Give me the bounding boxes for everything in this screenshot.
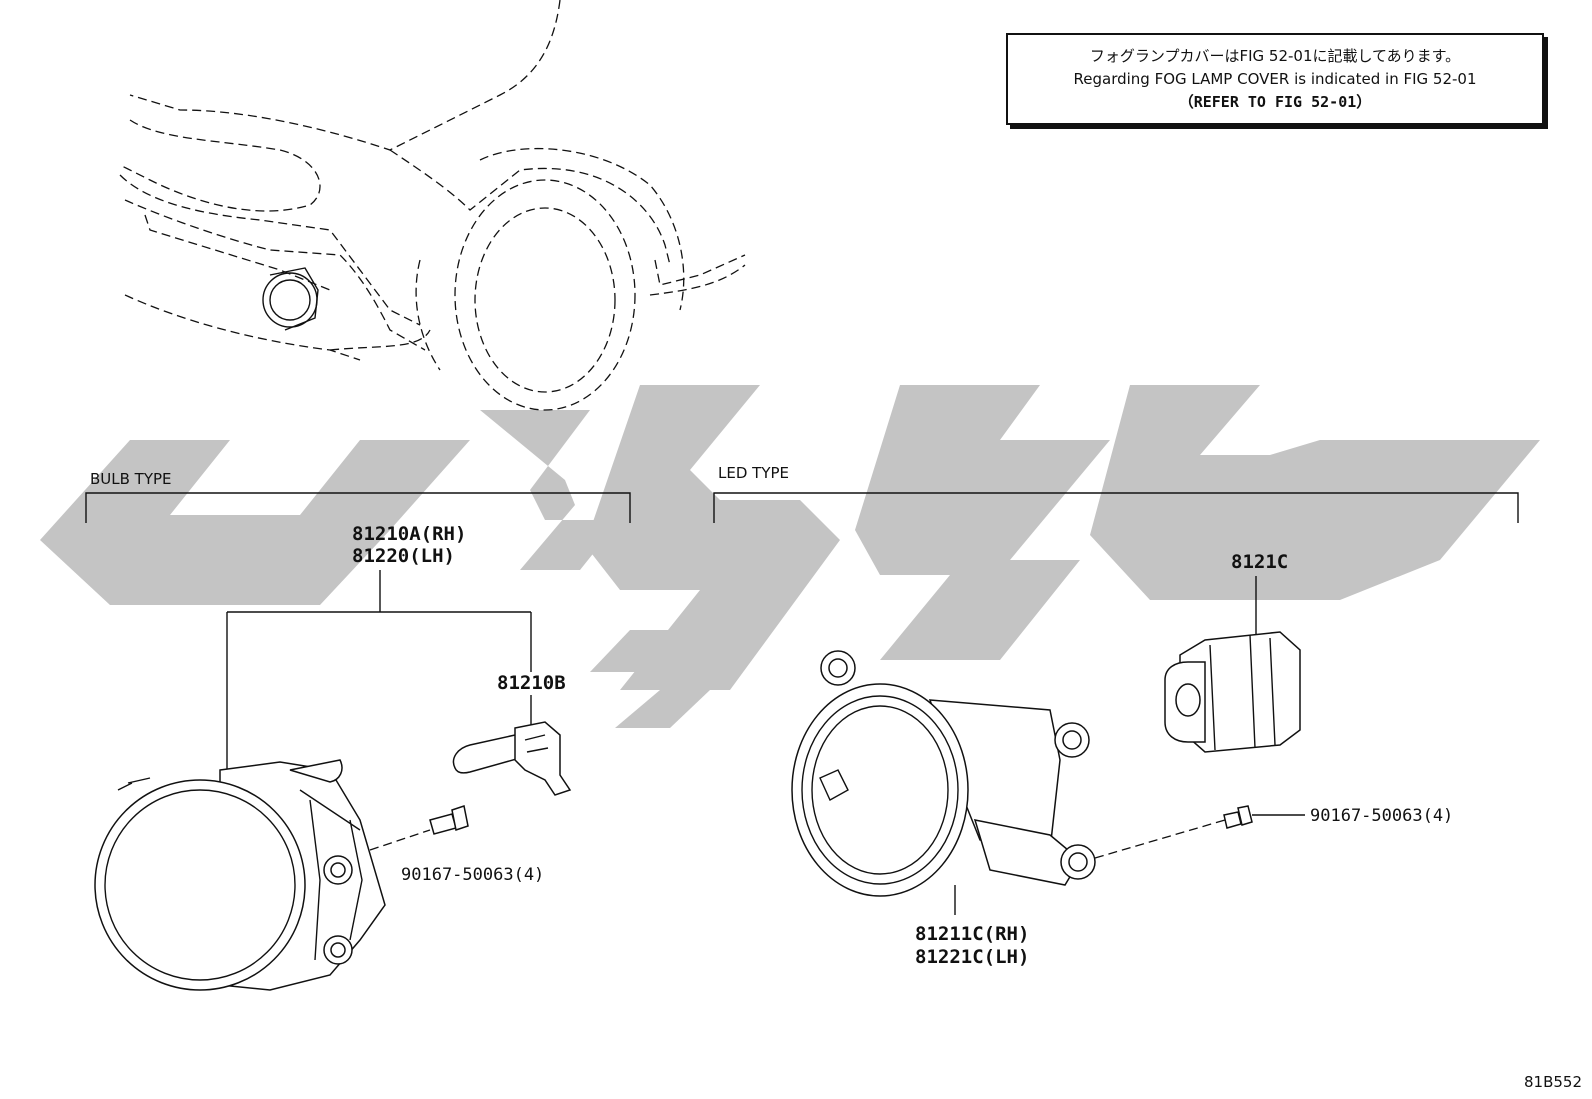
watermark-logo — [40, 385, 1540, 728]
bulb-lamp-leader — [226, 570, 532, 770]
bulb-lamp-rh-label: 81210A(RH) — [352, 523, 466, 545]
reference-note: フォグランプカバーはFIG 52-01に記載してあります。 Regarding … — [1006, 33, 1544, 125]
led-screw-label: 90167-50063(4) — [1310, 806, 1453, 826]
bulb-fog-lamp — [94, 759, 386, 991]
led-screw-dashline — [1094, 819, 1226, 859]
bulb-part — [452, 721, 572, 796]
bulb-screw-label: 90167-50063(4) — [401, 865, 544, 885]
led-fog-lamp — [791, 650, 1096, 897]
led-screw-part — [1223, 805, 1253, 829]
led-type-label: LED TYPE — [718, 464, 789, 482]
vehicle-outline — [119, 0, 746, 411]
led-lamp-rh-label: 81211C(RH) — [915, 923, 1029, 945]
led-module-label: 8121C — [1231, 551, 1288, 573]
bulb-screw-dashline — [369, 829, 431, 851]
bulb-screw-part — [429, 805, 469, 835]
note-line-ref: （REFER TO FIG 52-01） — [1178, 92, 1372, 111]
bulb-type-label: BULB TYPE — [90, 470, 172, 488]
bulb-lamp-lh-label: 81220(LH) — [352, 545, 455, 567]
figure-code: 81B552 — [1523, 1073, 1582, 1091]
bulb-label: 81210B — [497, 672, 566, 694]
note-line-ja: フォグランプカバーはFIG 52-01に記載してあります。 — [1089, 46, 1461, 65]
note-line-en: Regarding FOG LAMP COVER is indicated in… — [1073, 69, 1477, 88]
bulb-type-bracket: BULB TYPE — [85, 470, 631, 523]
led-lamp-lh-label: 81221C(LH) — [915, 946, 1029, 968]
led-module-part — [1164, 631, 1301, 753]
led-type-bracket: LED TYPE — [713, 464, 1519, 523]
